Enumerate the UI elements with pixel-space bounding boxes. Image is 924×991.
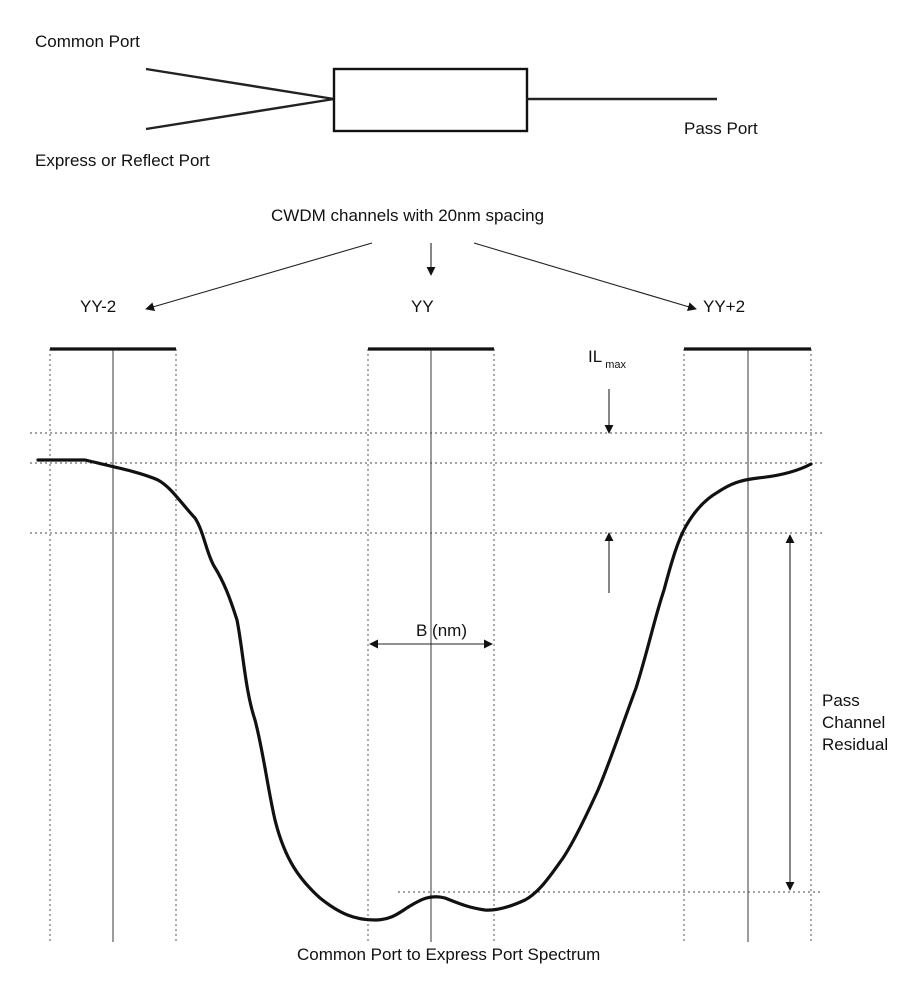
express-port-spectrum-curve — [36, 458, 813, 922]
residual-annotation: Pass Channel Residual — [785, 534, 888, 891]
pass-port-label: Pass Port — [684, 119, 758, 138]
express-reflect-port-label: Express or Reflect Port — [35, 151, 210, 170]
channel-right-label: YY+2 — [703, 297, 745, 316]
channels-caption: CWDM channels with 20nm spacing — [271, 206, 544, 225]
residual-label-line2: Channel — [822, 713, 885, 732]
bandwidth-annotation: B (nm) — [369, 621, 493, 649]
filter-device-box — [332, 67, 529, 133]
arrow-to-right-channel — [473, 242, 697, 312]
residual-label-line1: Pass — [822, 691, 860, 710]
horizontal-guides — [30, 432, 822, 893]
component-schematic: Common Port Express or Reflect Port Pass… — [35, 32, 758, 170]
residual-label-line3: Residual — [822, 735, 888, 754]
spectrum-caption: Common Port to Express Port Spectrum — [297, 945, 600, 964]
vertical-guides — [49, 349, 812, 942]
express-port-fiber — [145, 97, 335, 131]
common-port-label: Common Port — [35, 32, 140, 51]
channel-center-label: YY — [411, 297, 434, 316]
channel-left-label: YY-2 — [80, 297, 116, 316]
bandwidth-label: B (nm) — [416, 621, 467, 640]
arrow-to-left-channel — [145, 242, 373, 312]
channel-pointers: CWDM channels with 20nm spacing YY-2 YY … — [80, 206, 745, 316]
common-port-fiber — [145, 67, 335, 101]
